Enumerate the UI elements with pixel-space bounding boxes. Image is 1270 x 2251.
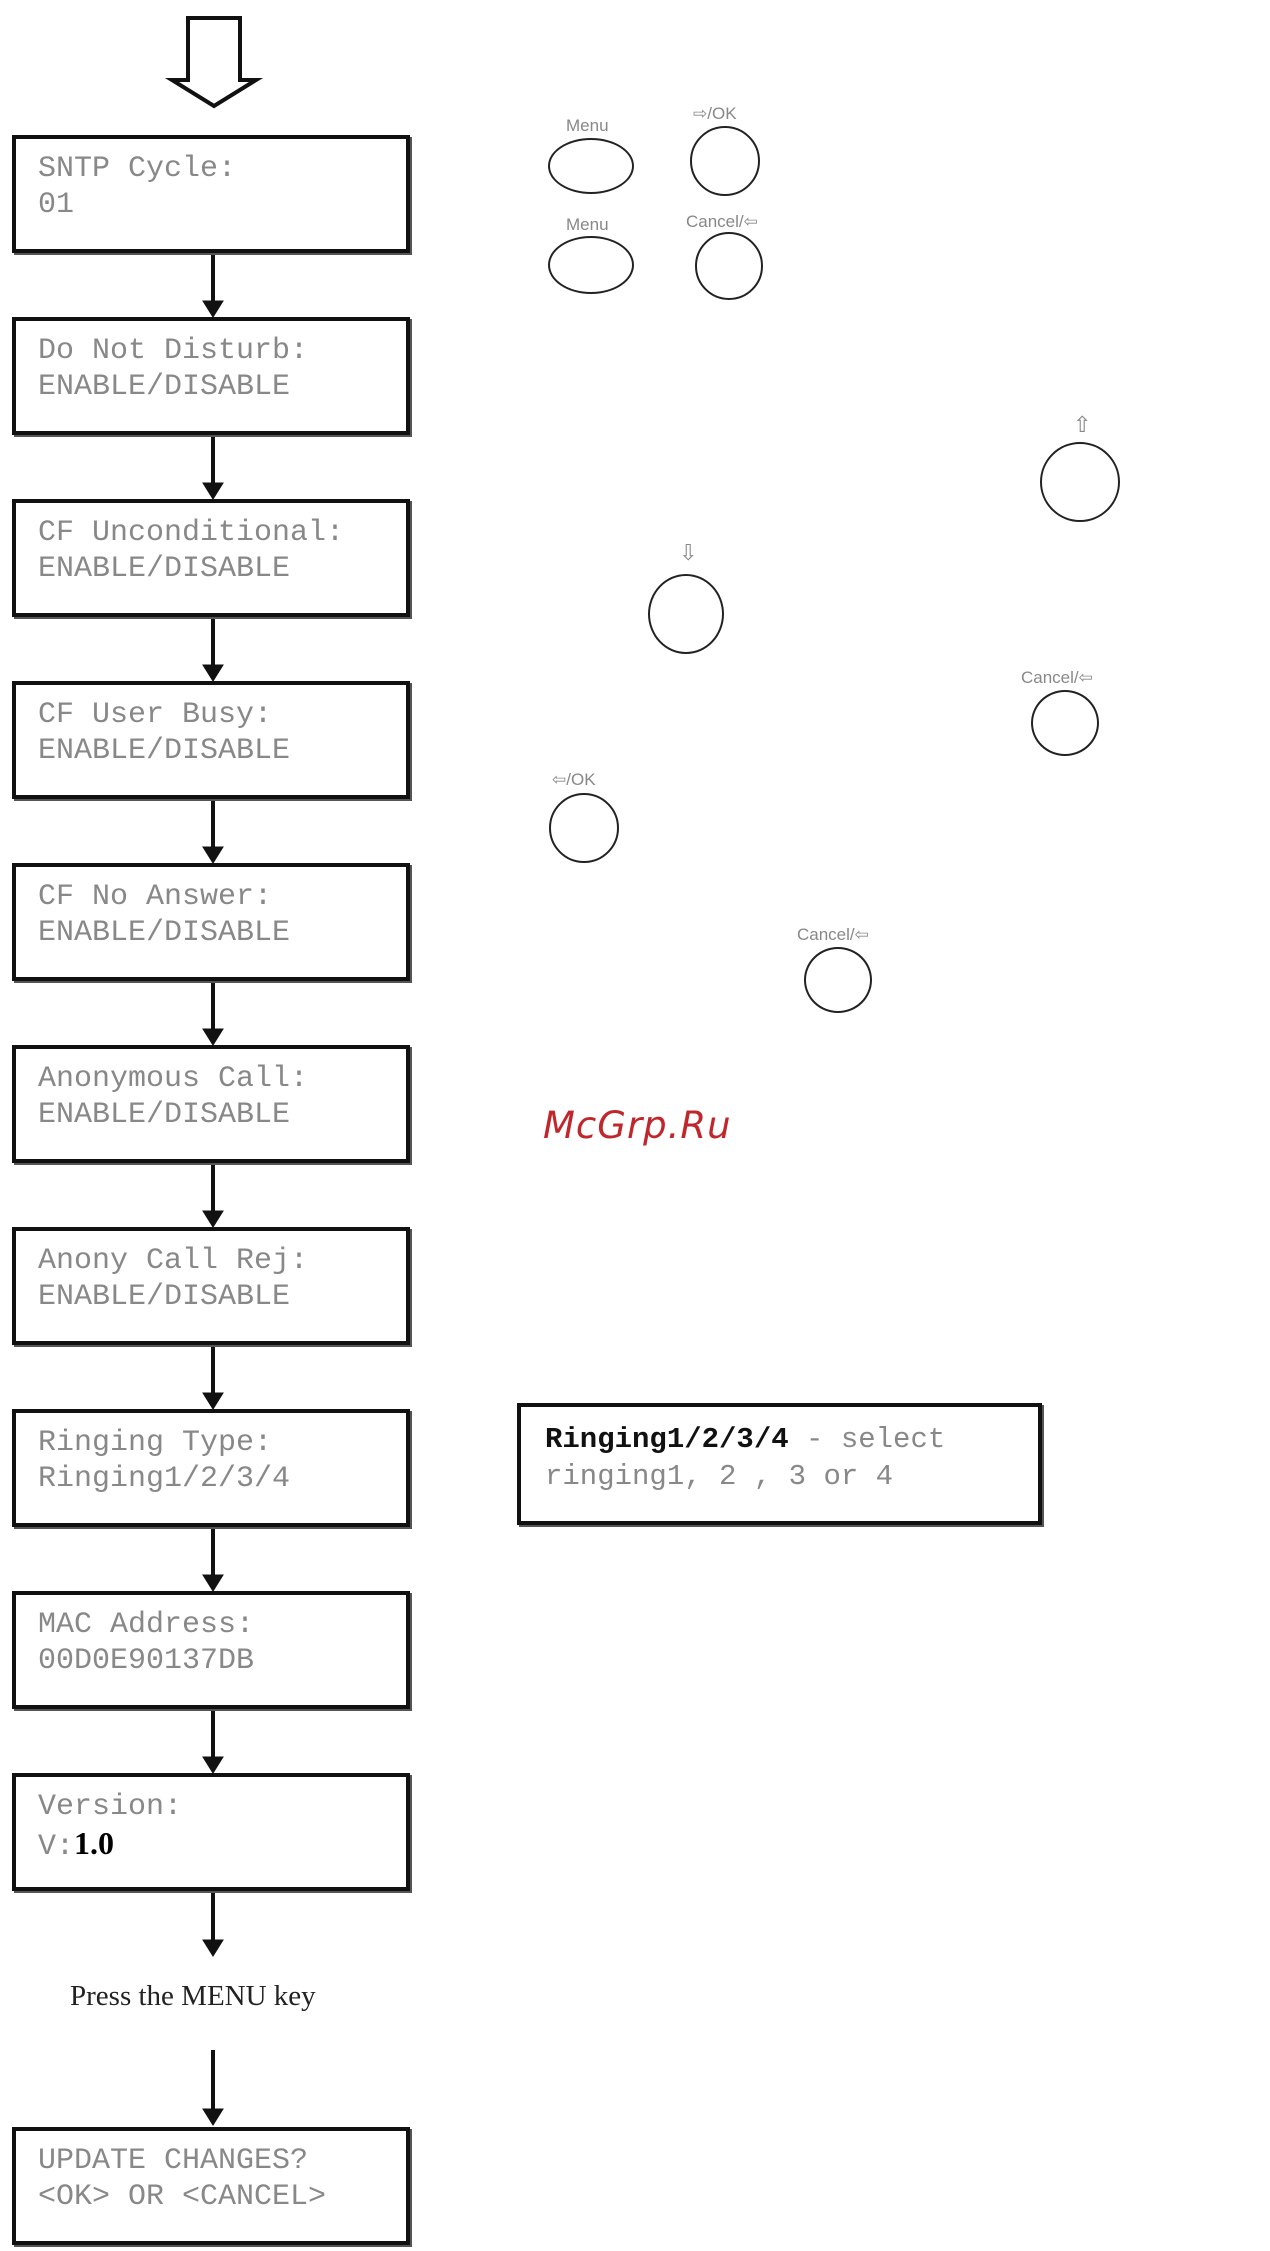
connector-arrowhead	[202, 1939, 224, 1957]
up-key	[1040, 442, 1120, 522]
cancel-key-label: Cancel/⇦	[797, 925, 869, 944]
lcd-screen-cf-unconditional: CF Unconditional: ENABLE/DISABLE	[12, 499, 410, 617]
down-arrow-icon: ⇩	[679, 540, 698, 565]
screen-title: Ringing Type:	[38, 1426, 273, 1460]
connector-arrowhead	[202, 664, 224, 682]
note-rest: - select	[788, 1423, 946, 1456]
menu-key	[548, 138, 634, 194]
connector-arrowhead	[202, 1028, 224, 1046]
press-menu-instruction: Press the MENU key	[70, 1980, 316, 2012]
cancel-key-label: Cancel/⇦	[1021, 668, 1093, 687]
connector-arrowhead	[202, 300, 224, 318]
screen-title: Version:	[38, 1790, 183, 1824]
lcd-screen-anony-call-rej: Anony Call Rej: ENABLE/DISABLE	[12, 1227, 410, 1345]
menu-key-label: Menu	[566, 116, 609, 135]
cancel-key	[1031, 690, 1099, 756]
screen-title: UPDATE CHANGES?	[38, 2144, 309, 2178]
screen-value: ENABLE/DISABLE	[38, 552, 291, 586]
start-hollow-arrow	[164, 16, 264, 109]
cancel-key	[695, 232, 763, 300]
lcd-screen-anonymous-call: Anonymous Call: ENABLE/DISABLE	[12, 1045, 410, 1163]
connector-arrowhead	[202, 1392, 224, 1410]
menu-key-label: Menu	[566, 215, 609, 234]
screen-title: Anony Call Rej:	[38, 1244, 309, 1278]
screen-value: Ringing1/2/3/4	[38, 1462, 291, 1496]
screen-title: MAC Address:	[38, 1608, 255, 1642]
screen-value: <OK> OR <CANCEL>	[38, 2180, 327, 2214]
ok-key-label: ⇦/OK	[552, 770, 596, 789]
screen-title: CF Unconditional:	[38, 516, 345, 550]
cancel-key-label: Cancel/⇦	[686, 212, 758, 231]
down-key	[648, 574, 724, 654]
connector-arrows	[202, 253, 224, 2126]
up-arrow-icon: ⇧	[1073, 412, 1092, 437]
lcd-screen-sntp-cycle: SNTP Cycle: 01	[12, 135, 410, 253]
screen-value: 00D0E90137DB	[38, 1644, 255, 1678]
ringing-note-box: Ringing1/2/3/4 - select ringing1, 2 , 3 …	[517, 1403, 1042, 1525]
screen-value: ENABLE/DISABLE	[38, 1280, 291, 1314]
screen-version-line: V:1.0	[38, 1825, 406, 1865]
note-line-1: Ringing1/2/3/4 - select	[545, 1421, 1038, 1458]
lcd-screen-ringing-type: Ringing Type: Ringing1/2/3/4	[12, 1409, 410, 1527]
screen-value: ENABLE/DISABLE	[38, 370, 291, 404]
ok-key	[549, 793, 619, 863]
connector-arrowhead	[202, 482, 224, 500]
screen-value: ENABLE/DISABLE	[38, 1098, 291, 1132]
connector-arrowhead	[202, 1574, 224, 1592]
menu-key	[548, 236, 634, 294]
screen-title: CF No Answer:	[38, 880, 273, 914]
lcd-screen-cf-no-answer: CF No Answer: ENABLE/DISABLE	[12, 863, 410, 981]
screen-title: CF User Busy:	[38, 698, 273, 732]
version-value: 1.0	[74, 1825, 115, 1861]
ok-key	[690, 126, 760, 196]
connector-arrowhead	[202, 2108, 224, 2126]
lcd-screen-update-changes: UPDATE CHANGES? <OK> OR <CANCEL>	[12, 2127, 410, 2245]
connector-arrowhead	[202, 1210, 224, 1228]
note-line-2: ringing1, 2 , 3 or 4	[545, 1460, 894, 1493]
cancel-key	[804, 947, 872, 1013]
lcd-screen-do-not-disturb: Do Not Disturb: ENABLE/DISABLE	[12, 317, 410, 435]
lcd-screen-version: Version: V:1.0	[12, 1773, 410, 1891]
screen-title: Do Not Disturb:	[38, 334, 309, 368]
lcd-screen-mac-address: MAC Address: 00D0E90137DB	[12, 1591, 410, 1709]
screen-title: SNTP Cycle:	[38, 152, 237, 186]
watermark-logo: McGrp.Ru	[543, 1104, 732, 1147]
connector-arrowhead	[202, 1756, 224, 1774]
lcd-screen-cf-user-busy: CF User Busy: ENABLE/DISABLE	[12, 681, 410, 799]
ok-key-label: ⇨/OK	[693, 104, 737, 123]
version-prefix: V:	[38, 1830, 75, 1864]
connector-arrowhead	[202, 846, 224, 864]
screen-title: Anonymous Call:	[38, 1062, 309, 1096]
screen-value: ENABLE/DISABLE	[38, 734, 291, 768]
screen-value: ENABLE/DISABLE	[38, 916, 291, 950]
screen-value: 01	[38, 188, 75, 222]
note-bold: Ringing1/2/3/4	[545, 1423, 789, 1456]
